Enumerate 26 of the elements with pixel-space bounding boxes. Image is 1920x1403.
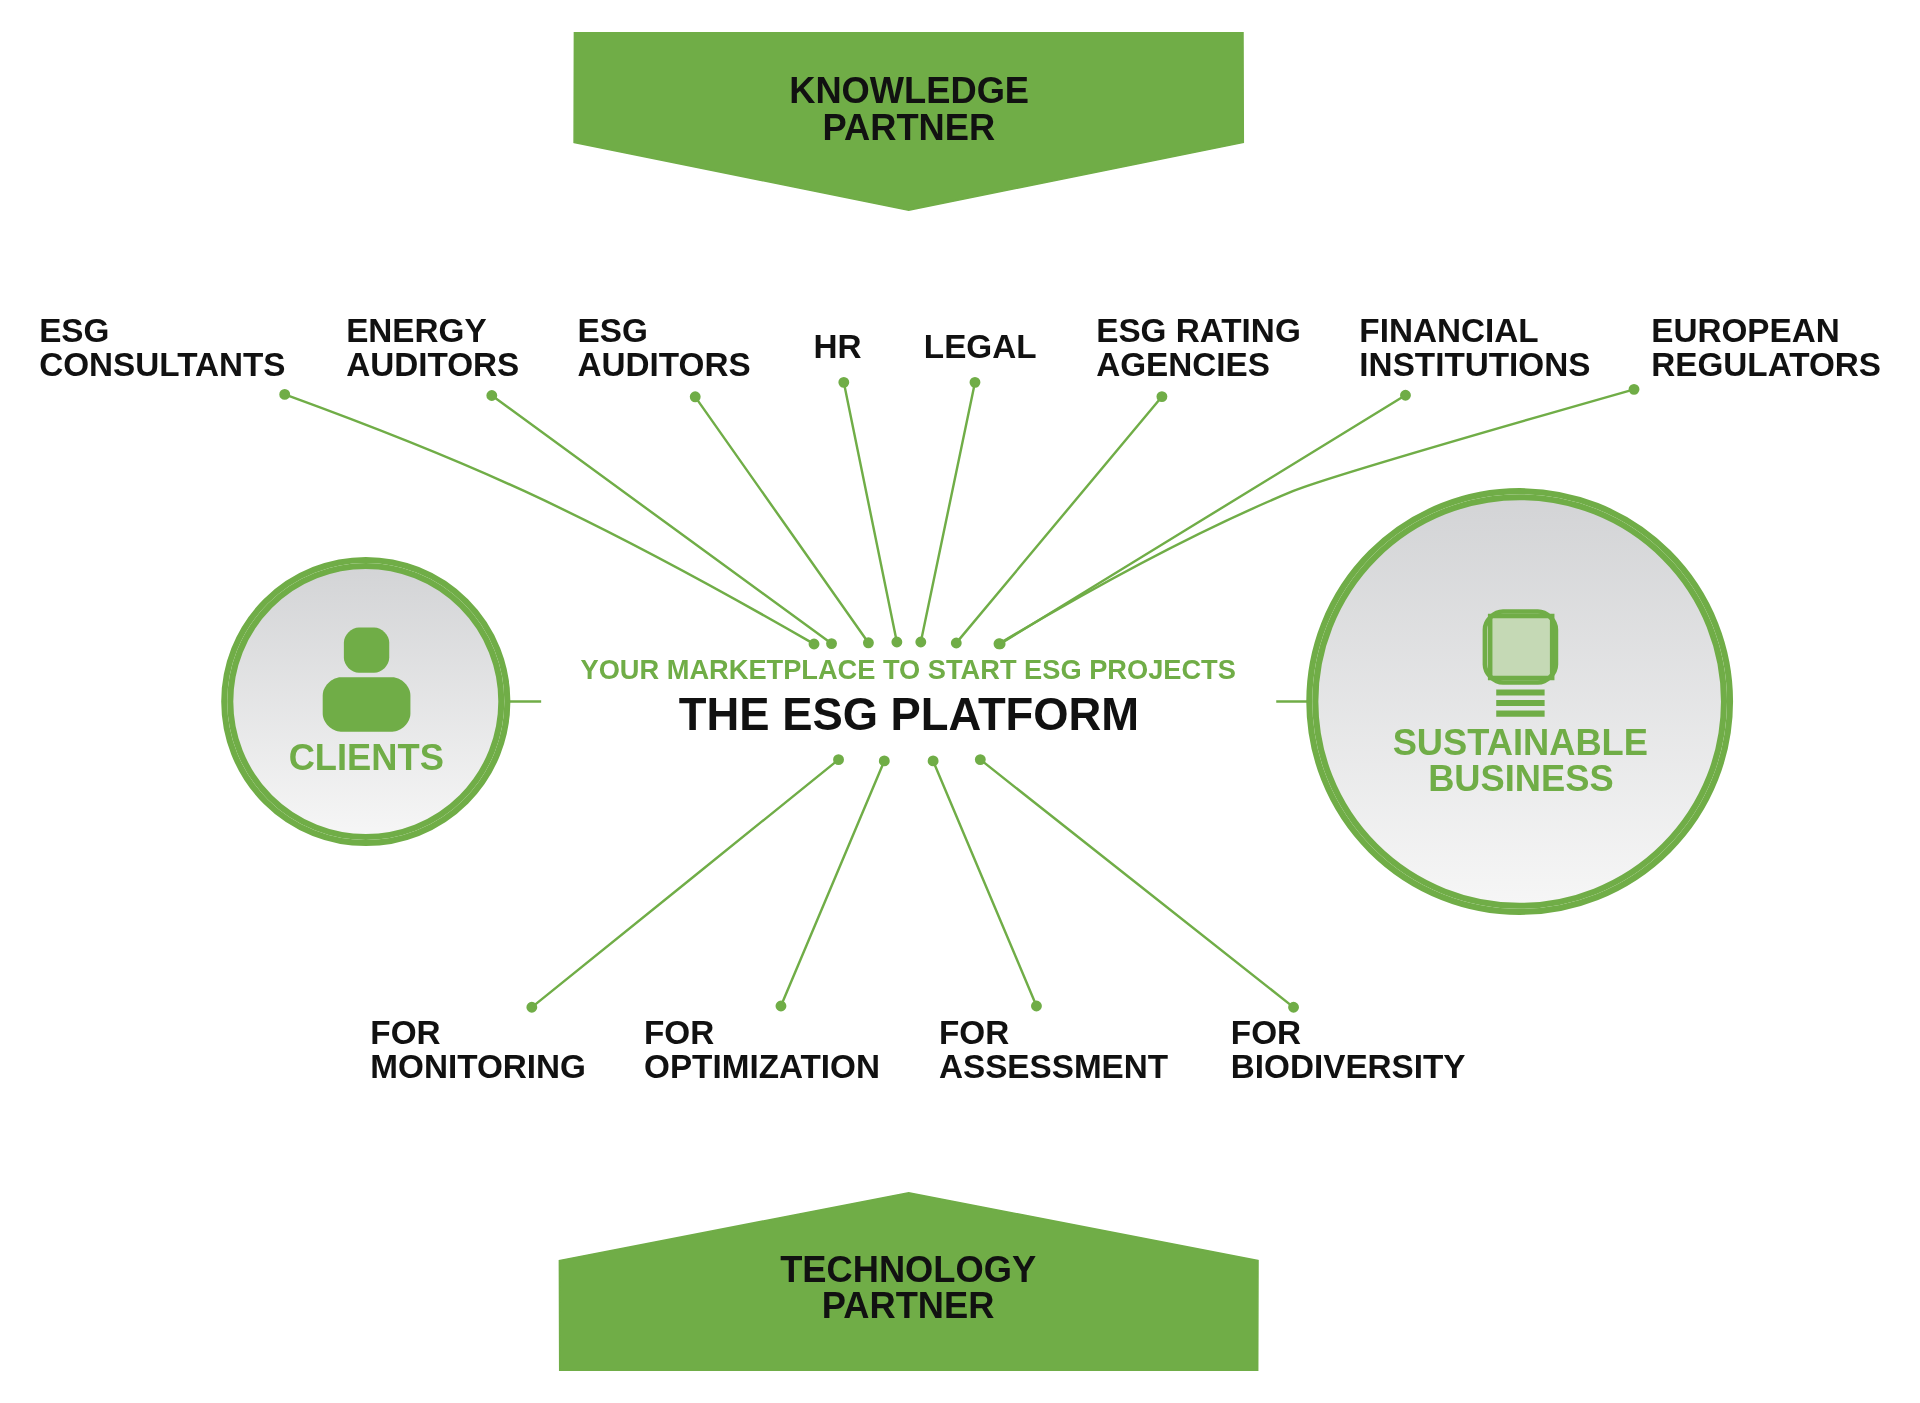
node-text: FOR BIODIVERSITY — [1230, 1014, 1466, 1085]
node-text: ESG CONSULTANTS — [38, 312, 286, 383]
connector — [914, 376, 980, 648]
node-text: FINANCIAL INSTITUTIONS — [1358, 312, 1590, 383]
node-text: ESG AUDITORS — [577, 312, 751, 383]
connector — [525, 754, 844, 1013]
node-text: YOUR MARKETPLACE TO START ESG PROJECTS THE ESG PLATFORM — [580, 654, 1236, 741]
node-circle: CLIENTS — [220, 556, 510, 847]
connector — [485, 390, 837, 650]
connector — [974, 754, 1299, 1013]
connector — [689, 391, 874, 649]
connector — [278, 388, 819, 650]
node-text: ESG RATING AGENCIES — [1095, 312, 1301, 383]
connector — [507, 700, 541, 703]
connector — [927, 755, 1042, 1012]
connector — [1275, 700, 1309, 703]
node-text: FOR OPTIMIZATION — [643, 1014, 880, 1085]
node-text: ENERGY AUDITORS — [345, 312, 519, 383]
connector — [775, 755, 890, 1012]
node-text: HR — [812, 327, 861, 365]
node-circle: SUSTAINABLE BUSINESS — [1305, 488, 1733, 915]
node-text: EUROPEAN REGULATORS — [1650, 312, 1881, 383]
node-text: LEGAL — [923, 327, 1037, 365]
node-text: FOR ASSESSMENT — [938, 1014, 1168, 1085]
node-text: FOR MONITORING — [369, 1014, 586, 1085]
connector — [837, 376, 902, 648]
